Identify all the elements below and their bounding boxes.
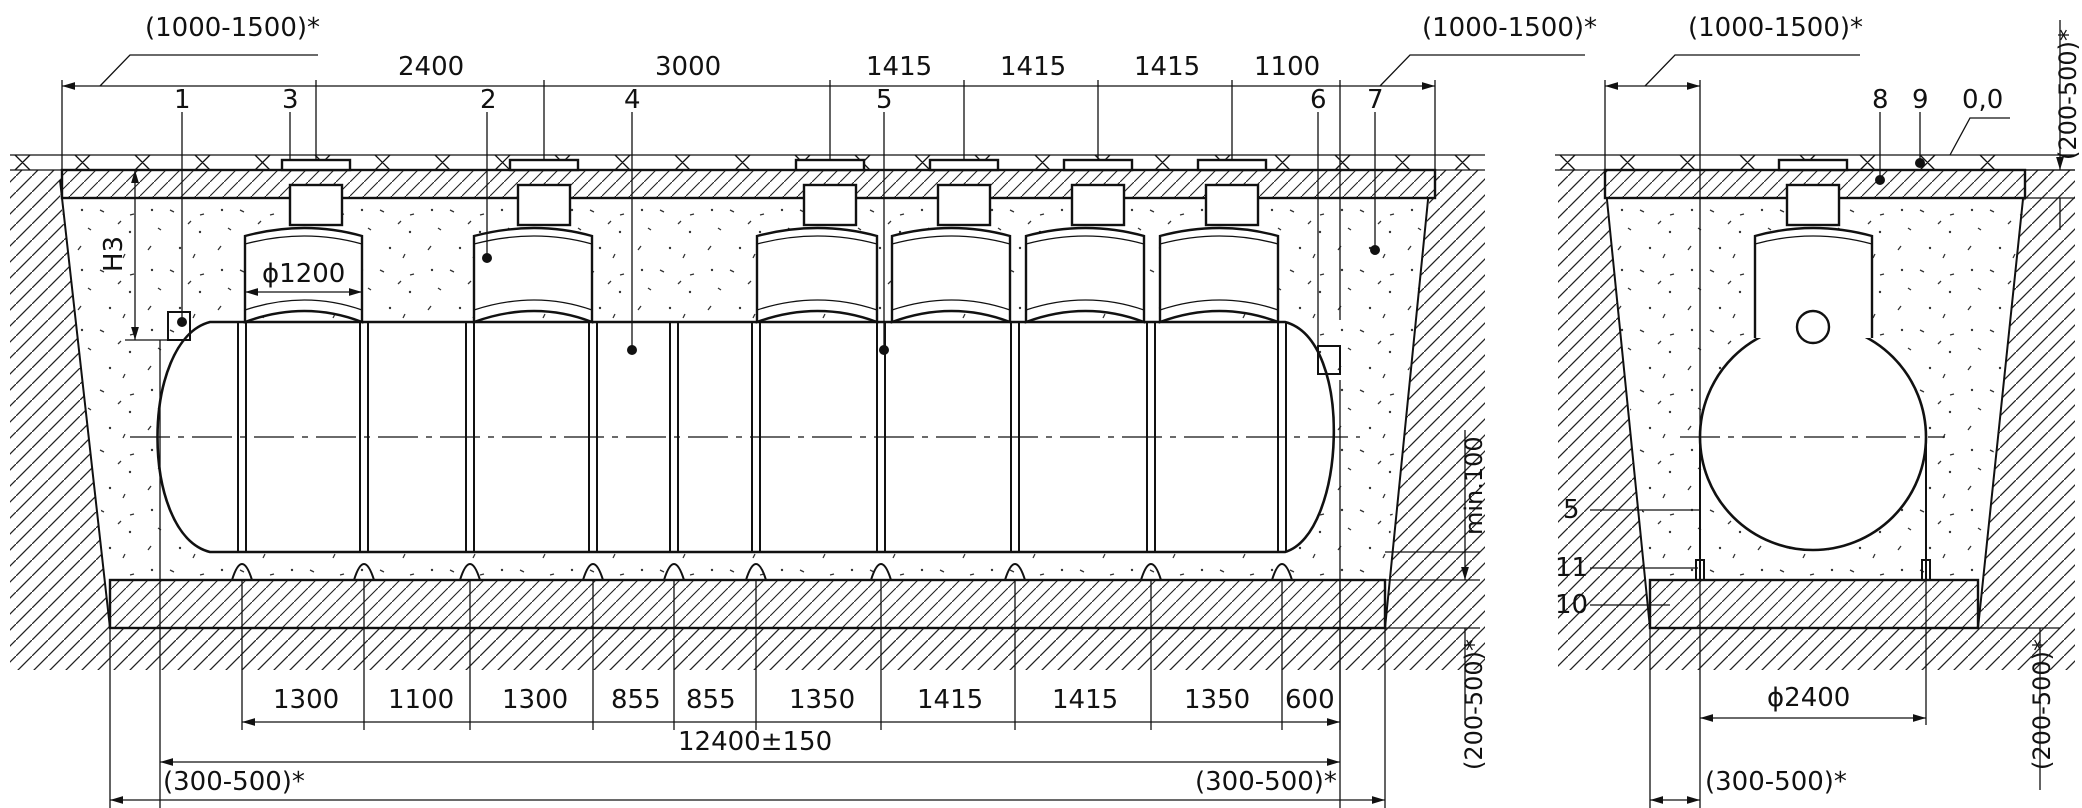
callout-leaders-left: [61, 80, 1436, 350]
callout-9: 9: [1912, 85, 1929, 115]
tank-ribs: [237, 322, 1287, 552]
label-dim-1415-b: 1415: [1000, 52, 1066, 82]
riser-6: [1158, 158, 1280, 324]
foundation-slab-left: [108, 578, 1387, 630]
label-bottom-300-500-side: (300-500)*: [1705, 767, 1847, 797]
label-dim-1415-c: 1415: [1134, 52, 1200, 82]
bottom-dim-1: 1100: [388, 685, 454, 715]
pit-walls-left: [59, 179, 1431, 629]
riser-3: [755, 158, 879, 324]
callout-5: 5: [876, 85, 893, 115]
bottom-dim-8: 1350: [1184, 685, 1250, 715]
label-h3: H3: [99, 236, 129, 272]
callout-6: 6: [1310, 85, 1327, 115]
label-bottom-300-500-right: (300-500)*: [1195, 767, 1337, 797]
bottom-dim-0: 1300: [273, 685, 339, 715]
bottom-dim-6: 1415: [917, 685, 983, 715]
label-dia-1200: ϕ1200: [262, 259, 345, 289]
support-feet: [230, 563, 1294, 581]
label-right-200-500-mid: (200-500)*: [1460, 639, 1488, 770]
callout-2: 2: [480, 85, 497, 115]
label-right-200-500-side: (200-500)*: [2028, 639, 2056, 770]
label-dim-1415-a: 1415: [866, 52, 932, 82]
label-right-200-500-top: (200-500)*: [2054, 29, 2082, 160]
bottom-dim-2: 1300: [502, 685, 568, 715]
label-min-100: min.100: [1460, 436, 1488, 535]
inlet-pipe-cross: [1795, 309, 1831, 345]
callout-4: 4: [624, 85, 641, 115]
label-bottom-300-500-left: (300-500)*: [163, 767, 305, 797]
label-dim-1100-top: 1100: [1254, 52, 1320, 82]
level-zero: 0,0: [1962, 85, 2003, 115]
callout-5-side: 5: [1563, 495, 1580, 525]
label-dim-2400: 2400: [398, 52, 464, 82]
riser-5: [1024, 158, 1146, 324]
callout-7: 7: [1367, 85, 1384, 115]
label-top-offset-right: (1000-1500)*: [1688, 13, 1863, 43]
callout-3: 3: [282, 85, 299, 115]
callout-1: 1: [174, 85, 191, 115]
label-top-offset-mid: (1000-1500)*: [1422, 13, 1597, 43]
bottom-dim-7: 1415: [1052, 685, 1118, 715]
riser-2: [472, 158, 594, 324]
foundation-slab-right: [1648, 578, 1980, 630]
labels: (1000-1500)* (1000-1500)* (1000-1500)* 2…: [99, 13, 2082, 797]
bottom-dim-3: 855: [611, 685, 661, 715]
riser-4: [890, 158, 1012, 324]
bottom-dim-9: 600: [1285, 685, 1335, 715]
riser-1: [243, 158, 364, 324]
label-total-length: 12400±150: [678, 727, 832, 757]
callout-11: 11: [1555, 553, 1588, 583]
bottom-dim-4: 855: [686, 685, 736, 715]
longitudinal-section: [10, 54, 1585, 808]
outlet-pipe: [1317, 345, 1341, 375]
label-dia-2400: ϕ2400: [1767, 683, 1850, 713]
label-dim-3000: 3000: [655, 52, 721, 82]
label-top-offset-left: (1000-1500)*: [145, 13, 320, 43]
callout-8: 8: [1872, 85, 1889, 115]
bottom-dim-5: 1350: [789, 685, 855, 715]
cross-section: [1555, 20, 2075, 808]
callout-10: 10: [1555, 590, 1588, 620]
